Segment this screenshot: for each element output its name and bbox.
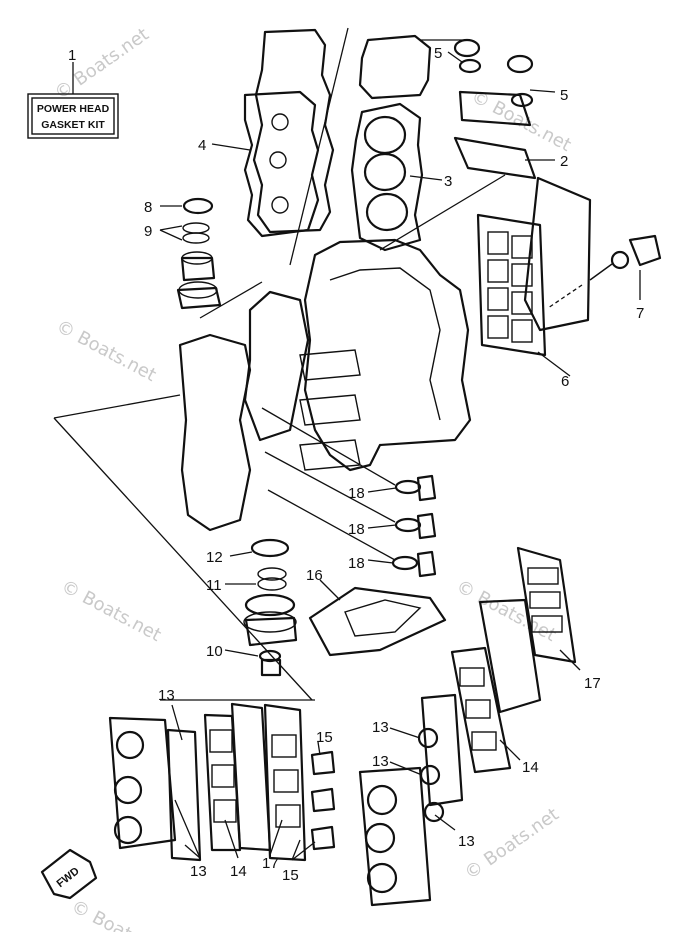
- cylinder-head-gasket: [350, 34, 470, 252]
- gasket-kit-box: POWER HEAD GASKET KIT: [27, 62, 119, 139]
- callout-9: 9: [144, 223, 152, 240]
- callout-13b: 13: [190, 863, 207, 880]
- callout-8: 8: [144, 199, 152, 216]
- lower-seal-stack: [243, 538, 298, 677]
- kit-label-line1: POWER HEAD: [37, 103, 110, 115]
- callout-14a: 14: [230, 863, 247, 880]
- base-gasket: [308, 586, 447, 657]
- outlet-cover-gasket: [379, 38, 537, 251]
- kit-box-inner: [31, 97, 115, 135]
- callout-14b: 14: [522, 759, 539, 776]
- fwd-label: FWD: [55, 865, 82, 890]
- upper-seal-stack: [176, 197, 222, 310]
- watermark: © Boats.net: [68, 896, 175, 932]
- callout-10: 10: [206, 643, 223, 660]
- watermark: © Boats.net: [453, 576, 560, 646]
- callout-7: 7: [636, 305, 644, 322]
- head-cover-gasket: [243, 27, 349, 266]
- callout-5b: 5: [560, 87, 568, 104]
- callout-17a: 17: [584, 675, 601, 692]
- callout-18c: 18: [348, 555, 365, 572]
- kit-box-outer: [27, 93, 119, 139]
- callout-11: 11: [206, 577, 222, 594]
- reed-gaskets: [261, 407, 437, 578]
- callout-18a: 18: [348, 485, 365, 502]
- intake-assembly-left: [108, 699, 336, 862]
- exhaust-gasket: [476, 176, 592, 357]
- callout-13e: 13: [458, 833, 475, 850]
- callout-16: 16: [306, 567, 323, 584]
- watermark: © Boats.net: [58, 576, 165, 646]
- callout-1: 1: [68, 47, 76, 64]
- callout-2: 2: [560, 153, 568, 170]
- callout-15a: 15: [316, 729, 333, 746]
- callout-3: 3: [444, 173, 452, 190]
- cylinder-block: [53, 238, 472, 701]
- callout-6: 6: [561, 373, 569, 390]
- callout-13d: 13: [372, 753, 389, 770]
- callout-12: 12: [206, 549, 223, 566]
- fwd-arrow: FWD: [40, 848, 98, 900]
- callout-13c: 13: [372, 719, 389, 736]
- callout-13a: 13: [158, 687, 175, 704]
- thermostat-cover: [547, 234, 662, 309]
- callout-4: 4: [198, 137, 206, 154]
- callout-17b: 17: [262, 855, 279, 872]
- watermark: © Boats.net: [461, 804, 563, 884]
- watermark: © Boats.net: [53, 316, 160, 386]
- callouts: 1 2 3 4 5 5 6 7 8 9 10 11 12 13 13 13 13…: [68, 45, 644, 884]
- leader-lines: [159, 51, 641, 861]
- watermark: © Boats.net: [51, 24, 153, 104]
- kit-label-line2: GASKET KIT: [41, 119, 105, 131]
- callout-15b: 15: [282, 867, 299, 884]
- callout-18b: 18: [348, 521, 365, 538]
- callout-5a: 5: [434, 45, 442, 62]
